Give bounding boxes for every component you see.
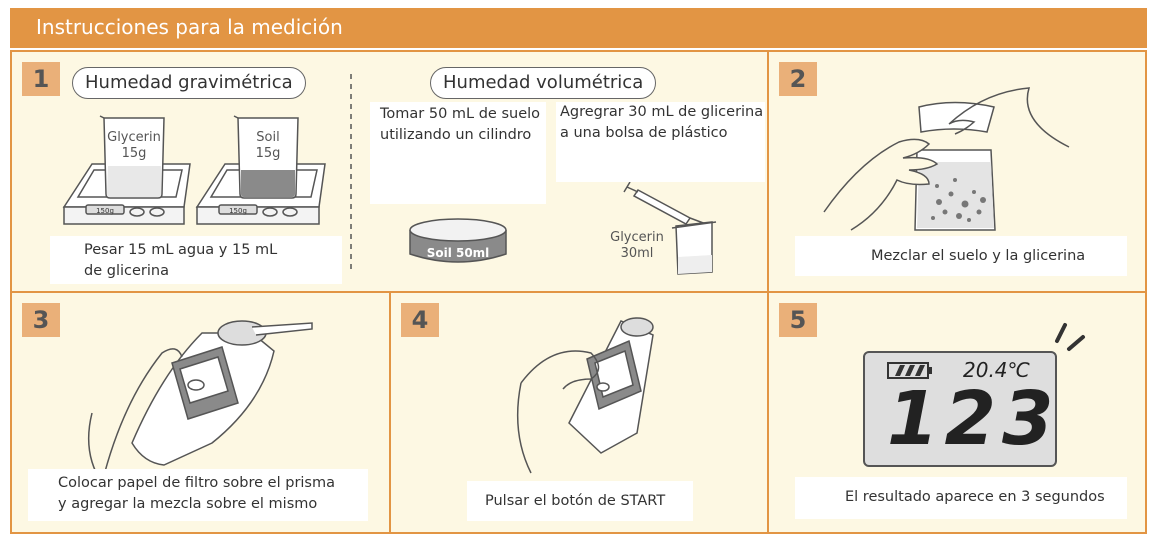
soil-cylinder-label: Soil 50ml [427, 246, 490, 260]
soil-beaker-label: Soil 15g [255, 130, 281, 161]
page-title: Instrucciones para la medición [36, 15, 343, 39]
mixing-hands-illustration [823, 87, 1070, 231]
step-5-caption: El resultado aparece en 3 segundos [795, 477, 1127, 519]
soil-cylinder-icon [409, 218, 507, 263]
start-button-icon [596, 382, 610, 392]
battery-icon [887, 362, 932, 379]
temperature-reading: 20.4℃ [963, 358, 1030, 382]
weigh-caption: Pesar 15 mL agua y 15 mL de glicerina [50, 236, 342, 284]
bag-caption: Agregrar 30 mL de glicerina a una bolsa … [556, 102, 765, 182]
volumetric-title: Humedad volumétrica [430, 67, 657, 99]
header-bar: Instrucciones para la medición [10, 8, 1147, 48]
step-number-badge: 4 [401, 303, 439, 337]
press-start-illustration [516, 317, 654, 474]
hand-icon [516, 350, 600, 474]
hands-icon [823, 87, 1070, 231]
glycerin-bag-label: Glycerin 30ml [610, 230, 664, 261]
step-1-illustration: 150g 150g [62, 74, 717, 275]
cylinder-caption: Tomar 50 mL de suelo utilizando un cilin… [370, 102, 546, 204]
syringe-icon [623, 181, 707, 225]
emphasis-marks-icon [1055, 323, 1085, 351]
step-1-panel: 1 Humedad gravimétrica Humedad volumétri… [10, 50, 769, 293]
step-5-panel: 5 20.4℃ 123 El resultado aparece en 3 se… [767, 291, 1147, 534]
step-number-badge: 2 [779, 62, 817, 96]
step-2-caption: Mezclar el suelo y la glicerina [795, 236, 1127, 276]
step-number-badge: 3 [22, 303, 60, 337]
step-4-panel: 4 Pulsar el botón de START [389, 291, 769, 534]
step-2-panel: 2 Mezclar el suelo y la glicerina [767, 50, 1147, 293]
step-3-caption: Colocar papel de filtro sobre el prisma … [28, 469, 368, 521]
step-number-badge: 1 [22, 62, 60, 96]
spatula-icon [251, 322, 313, 336]
step-4-caption: Pulsar el botón de START [467, 481, 693, 521]
step-3-panel: 3 Colocar papel de filtro sobre el prism… [10, 291, 391, 534]
lcd-display: 20.4℃ 123 [863, 351, 1057, 467]
plastic-bag-icon [671, 221, 717, 275]
soil-beaker-icon [233, 115, 299, 199]
glycerin-beaker-icon [99, 115, 165, 199]
meter-with-spatula-illustration [87, 320, 313, 484]
scale-1-readout: 150g [96, 207, 114, 215]
glycerin-beaker-label: Glycerin 15g [107, 130, 161, 161]
scale-2-readout: 150g [229, 207, 247, 215]
start-button-icon [187, 379, 205, 391]
result-value: 123 [887, 376, 1060, 462]
gravimetric-title: Humedad gravimétrica [72, 67, 306, 99]
soil-particles-icon [931, 178, 986, 222]
step-number-badge: 5 [779, 303, 817, 337]
